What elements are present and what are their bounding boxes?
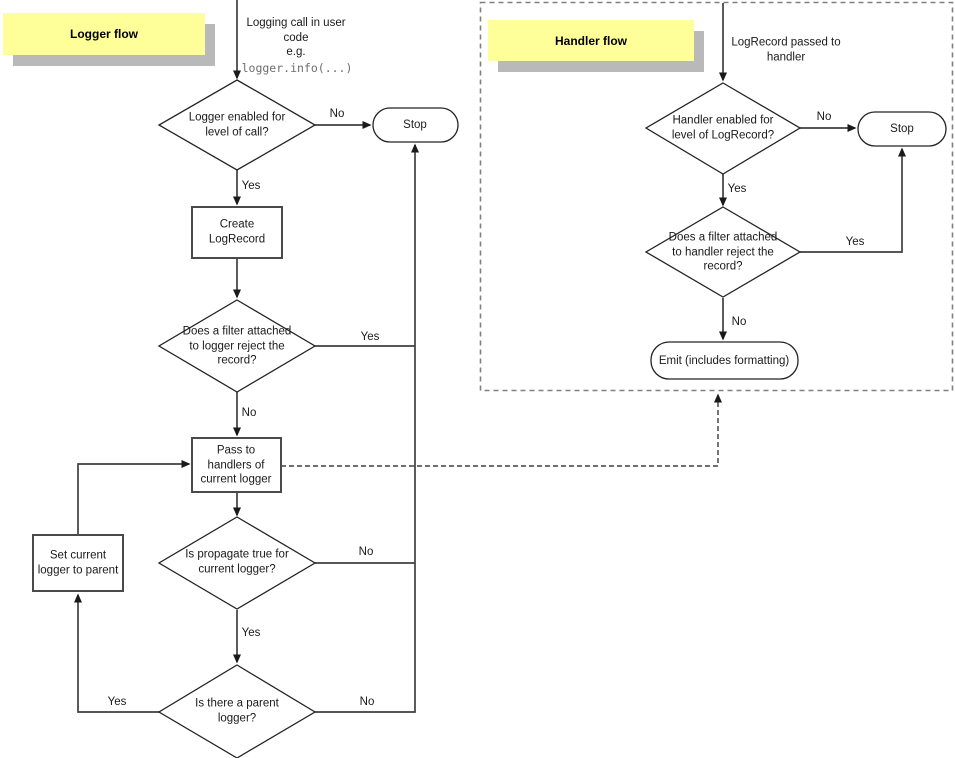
create-logrecord-label: Create LogRecord [208, 218, 266, 246]
logger-entry-text: Logging call in user code e.g. [246, 17, 346, 58]
diamond-handler-filter-check [644, 206, 802, 298]
edge-setcurrent-to-pass [77, 460, 191, 535]
edge-label-parent-yes: Yes [107, 695, 127, 708]
diamond-logger-filter-check [157, 299, 317, 393]
terminator-handler-stop [857, 111, 947, 147]
edge-label-filter-yes: Yes [360, 330, 380, 343]
edge-label-hfilter-yes: Yes [845, 235, 865, 248]
edge-parent-no-up-to-stop [315, 143, 419, 713]
emit-label: Emit (includes formatting) [658, 354, 790, 367]
handler-stop-label: Stop [890, 122, 914, 135]
propagate-check-label: Is propagate true for current logger? [185, 548, 289, 576]
logger-flow-note: Logger flow [3, 13, 205, 55]
logger-level-check-label: Logger enabled for level of call? [188, 111, 286, 139]
edge-label-hfilter-no: No [731, 315, 747, 328]
edge-label-parent-no: No [359, 695, 375, 708]
handler-entry-text: LogRecord passed to handler [731, 36, 841, 64]
handler-flow-note: Handler flow [488, 20, 694, 61]
edge-label-propagate-yes: Yes [241, 626, 261, 639]
diamond-handler-level-check [644, 82, 802, 175]
diamond-propagate-check [157, 516, 317, 610]
diamond-logger-level-check [157, 79, 317, 171]
edge-hfilter-yes-up-to-stop [800, 147, 906, 253]
diamond-parent-check [157, 664, 317, 758]
edge-label-propagate-no: No [358, 545, 374, 558]
edge-label-level-no: No [329, 107, 345, 120]
handler-filter-check-label: Does a filter attached to handler reject… [668, 231, 778, 273]
edge-label-level-yes: Yes [241, 179, 261, 192]
edge-pass-to-handler-flow-dashed [281, 393, 722, 467]
edge-label-hlevel-no: No [816, 110, 832, 123]
parent-check-label: Is there a parent logger? [195, 697, 279, 725]
pass-to-handlers-label: Pass to handlers of current logger [200, 444, 272, 486]
handler-level-check-label: Handler enabled for level of LogRecord? [671, 114, 775, 142]
logger-filter-check-label: Does a filter attached to logger reject … [182, 325, 292, 367]
process-create-logrecord [191, 206, 283, 259]
terminator-logger-stop [372, 107, 459, 143]
logger-stop-label: Stop [403, 118, 427, 131]
handler-flow-dashed-box [479, 1, 954, 392]
logger-entry-code: logger.info(...) [241, 60, 353, 75]
edge-label-filter-no: No [241, 406, 257, 419]
terminator-emit [650, 341, 799, 380]
process-pass-to-handlers [191, 437, 282, 493]
edge-parent-yes-to-setcurrent [74, 593, 160, 713]
logger-flow-title: Logger flow [70, 27, 138, 41]
edge-label-hlevel-yes: Yes [727, 182, 747, 195]
process-set-current-logger [32, 534, 124, 592]
handler-flow-title: Handler flow [554, 33, 627, 48]
set-current-logger-label: Set current logger to parent [37, 549, 119, 577]
